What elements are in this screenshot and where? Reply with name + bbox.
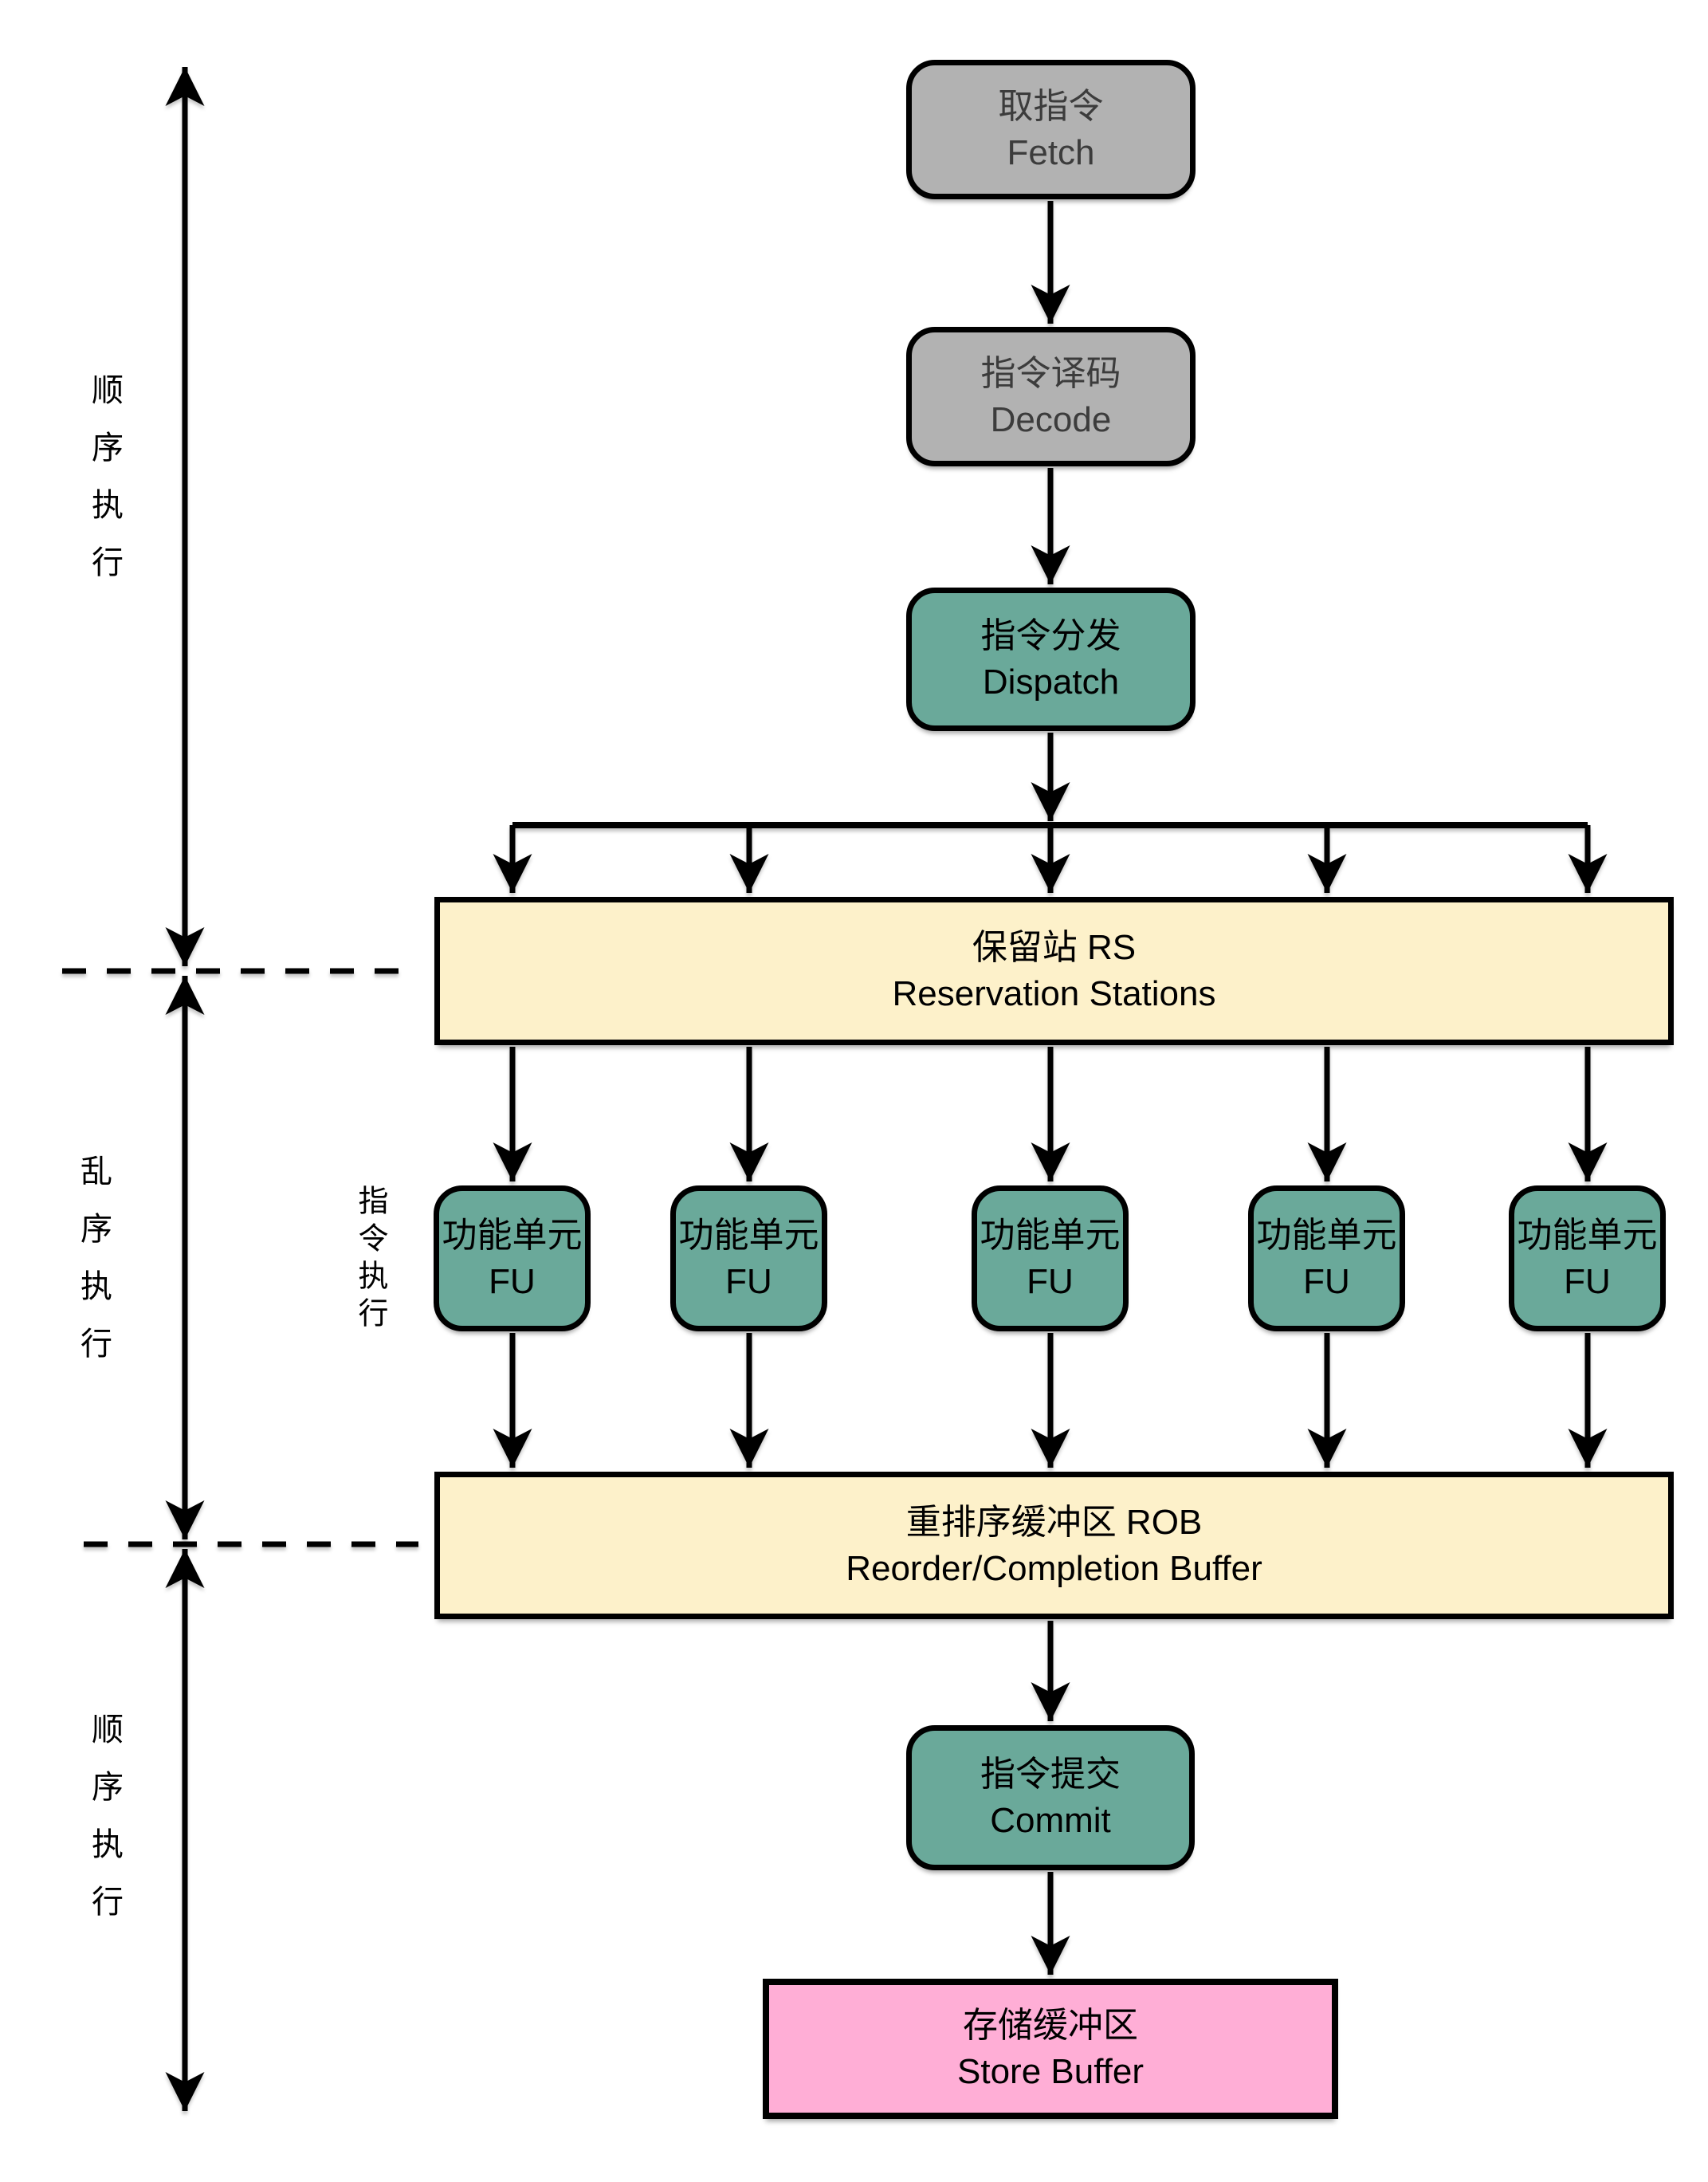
fu-4-label-zh: 功能单元 [1256, 1215, 1397, 1255]
stage-reservation-stations: 保留站 RS Reservation Stations [434, 897, 1674, 1045]
side-label-instruction-execute: 指令执行 [353, 1185, 387, 1335]
fu-3-label-en: FU [1027, 1261, 1074, 1301]
stage-functional-unit-4: 功能单元 FU [1248, 1185, 1405, 1331]
commit-label-zh: 指令提交 [980, 1755, 1121, 1794]
fu-3-label-zh: 功能单元 [980, 1215, 1121, 1255]
stage-decode-label-en: Decode [990, 399, 1112, 439]
commit-label-en: Commit [990, 1801, 1111, 1840]
stage-functional-unit-3: 功能单元 FU [972, 1185, 1129, 1331]
stage-store-buffer: 存储缓冲区 Store Buffer [763, 1979, 1338, 2119]
store-buffer-label-en: Store Buffer [957, 2052, 1144, 2091]
stage-fetch-label-en: Fetch [1007, 132, 1095, 172]
stage-dispatch-label-zh: 指令分发 [980, 616, 1121, 655]
stage-dispatch-label-en: Dispatch [982, 662, 1120, 702]
side-label-in-order-bottom: 顺序执行 [87, 1712, 122, 1942]
stage-functional-unit-2: 功能单元 FU [670, 1185, 827, 1331]
fu-5-label-en: FU [1564, 1261, 1611, 1301]
store-buffer-label-zh: 存储缓冲区 [963, 2006, 1138, 2045]
side-label-out-of-order: 乱序执行 [76, 1154, 111, 1384]
fu-4-label-en: FU [1303, 1261, 1350, 1301]
fu-2-label-en: FU [725, 1261, 772, 1301]
rob-label-zh: 重排序缓冲区 ROB [905, 1502, 1203, 1542]
rob-label-en: Reorder/Completion Buffer [846, 1548, 1262, 1588]
stage-reorder-buffer: 重排序缓冲区 ROB Reorder/Completion Buffer [434, 1472, 1674, 1619]
side-label-in-order-top: 顺序执行 [87, 373, 122, 603]
rs-label-en: Reservation Stations [892, 974, 1216, 1013]
stage-decode: 指令译码 Decode [906, 327, 1196, 466]
fu-1-label-zh: 功能单元 [442, 1215, 583, 1255]
stage-functional-unit-5: 功能单元 FU [1509, 1185, 1666, 1331]
fu-2-label-zh: 功能单元 [678, 1215, 819, 1255]
rs-label-zh: 保留站 RS [972, 928, 1137, 967]
stage-fetch-label-zh: 取指令 [998, 86, 1104, 126]
stage-fetch: 取指令 Fetch [906, 60, 1196, 199]
fu-1-label-en: FU [489, 1261, 536, 1301]
stage-dispatch: 指令分发 Dispatch [906, 588, 1196, 731]
fu-5-label-zh: 功能单元 [1517, 1215, 1658, 1255]
stage-functional-unit-1: 功能单元 FU [434, 1185, 591, 1331]
stage-decode-label-zh: 指令译码 [980, 353, 1121, 393]
stage-commit: 指令提交 Commit [906, 1725, 1195, 1870]
